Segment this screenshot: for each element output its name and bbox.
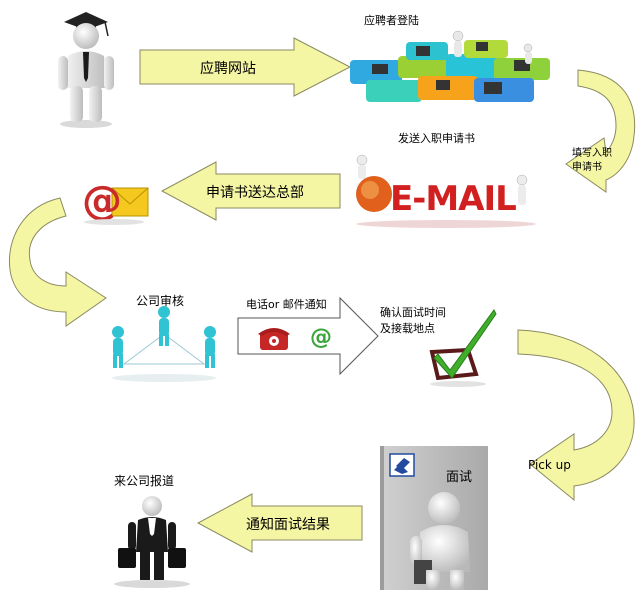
interview-door-image <box>362 446 496 590</box>
phone-icon <box>254 322 294 352</box>
svg-text:@: @ <box>310 325 332 350</box>
at-icon: @ <box>308 322 334 350</box>
at-envelope-icon: @ <box>78 170 150 226</box>
arrow-to-hq-label: 申请书送达总部 <box>206 185 304 201</box>
fill-form-label-line2: 申请书 <box>572 162 602 173</box>
interview-label: 面试 <box>446 470 473 485</box>
curved-arrow-to-review <box>4 194 108 330</box>
curved-arrow-fill-form <box>548 66 642 198</box>
arrow-website <box>138 36 352 98</box>
svg-text:@: @ <box>82 178 122 224</box>
confirm-label-line2: 及接载地点 <box>380 322 435 335</box>
curved-arrow-pickup <box>512 326 642 502</box>
arrow-to-hq <box>160 160 342 222</box>
arrow-notify <box>236 296 380 380</box>
arrow-notify-result-label: 通知面试结果 <box>246 517 330 533</box>
send-form-label: 发送入职申请书 <box>398 132 475 145</box>
graduate-figure <box>50 8 122 128</box>
fill-form-label-line1: 填写入职 <box>572 148 612 159</box>
report-label: 来公司报道 <box>114 474 175 488</box>
pickup-label: Pick up <box>528 458 571 472</box>
company-review-label: 公司审核 <box>136 294 185 308</box>
email-word: E-MAIL <box>390 179 516 219</box>
network-puzzle-image <box>346 30 556 106</box>
businessman-figure <box>104 490 200 590</box>
confirm-label-line1: 确认面试时间 <box>380 306 446 319</box>
arrow-notify-result <box>196 492 364 554</box>
company-review-figures <box>104 304 224 384</box>
checkmark-icon <box>420 304 500 388</box>
arrow-website-label: 应聘网站 <box>200 61 256 77</box>
email-graphic: E-MAIL <box>346 150 546 240</box>
applicant-login-label: 应聘者登陆 <box>364 14 419 27</box>
arrow-notify-label: 电话or 邮件通知 <box>246 298 327 311</box>
